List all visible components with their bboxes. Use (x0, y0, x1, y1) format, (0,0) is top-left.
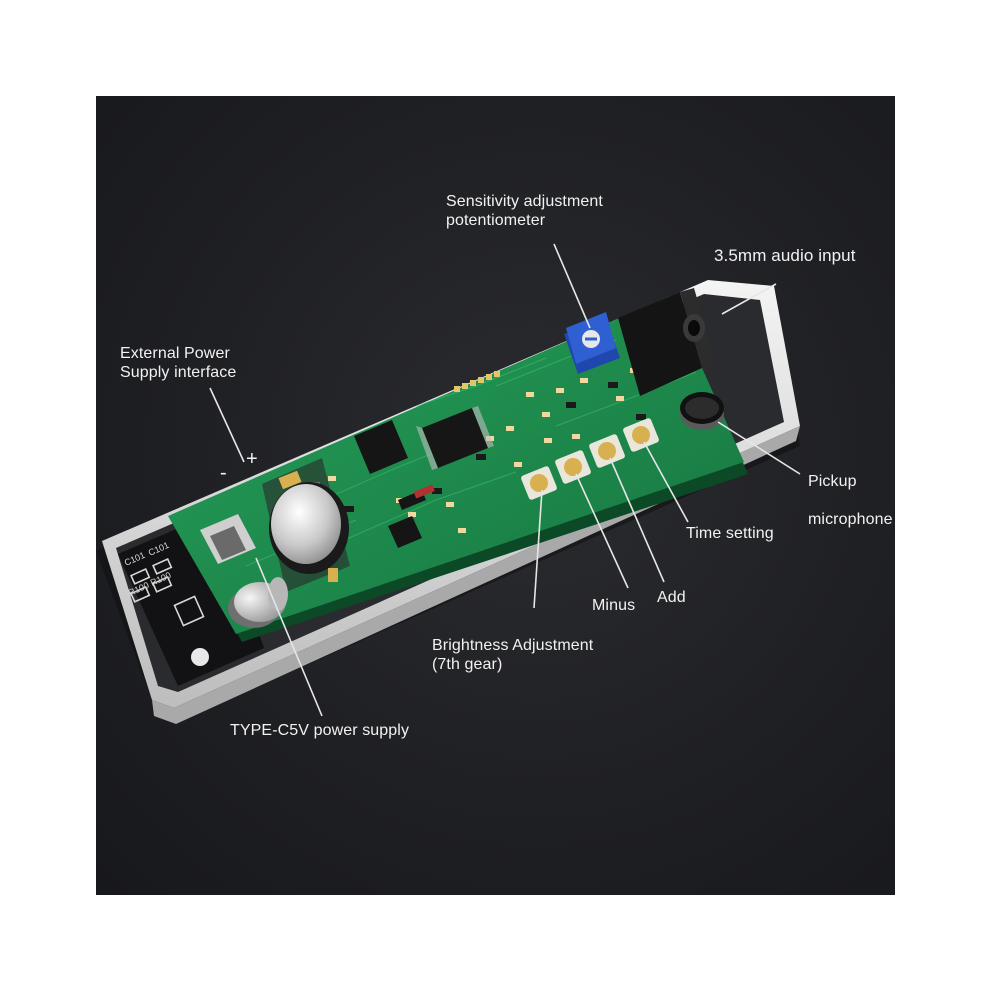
label-sensitivity-line2: potentiometer (446, 212, 546, 229)
callout-pickup (717, 421, 801, 475)
label-sensitivity-line1: Sensitivity adjustment (446, 193, 603, 210)
product-photo: C101 C101 R100 R100 (96, 96, 895, 895)
mcu-chip (416, 406, 494, 470)
callout-typec (255, 557, 323, 717)
label-brightness-line2: (7th gear) (432, 656, 503, 673)
audio-jack (618, 288, 716, 396)
callout-ext-power (209, 387, 245, 463)
sensitivity-potentiometer (564, 312, 620, 374)
callout-sensitivity (553, 243, 591, 329)
label-plus-sign: + (246, 448, 258, 470)
ic-chip-left (354, 420, 408, 474)
label-time-setting: Time setting (686, 525, 774, 542)
label-ext-power-line1: External Power (120, 345, 230, 362)
label-pickup: Pickup (808, 473, 857, 490)
diode (413, 484, 435, 499)
coin-cell-battery (262, 458, 350, 592)
label-add: Add (657, 589, 686, 606)
time-setting-button (623, 418, 659, 452)
circuit-board-scene: C101 C101 R100 R100 (96, 243, 801, 724)
label-ext-power: External Power Supply interface (120, 344, 236, 382)
indicator-hole (191, 648, 209, 666)
callout-brightness (533, 489, 543, 609)
callout-lines (209, 243, 801, 717)
label-brightness-line1: Brightness Adjustment (432, 637, 594, 654)
callout-time-setting (643, 441, 689, 523)
label-typec: TYPE-C5V power supply (230, 722, 410, 739)
pickup-microphone (680, 392, 724, 430)
usb-type-c-port (200, 514, 256, 564)
label-microphone: microphone (808, 511, 893, 528)
label-minus: Minus (592, 597, 636, 614)
label-audio-input: 3.5mm audio input (714, 246, 856, 265)
label-minus-sign: - (220, 462, 227, 484)
callout-add (609, 457, 665, 583)
electrolytic-capacitor (228, 577, 288, 628)
label-brightness: Brightness Adjustment (7th gear) (432, 636, 593, 674)
callout-audio-input (721, 283, 777, 315)
callout-minus (575, 473, 629, 589)
minus-button (555, 450, 591, 484)
brightness-button (521, 466, 557, 500)
label-sensitivity: Sensitivity adjustment potentiometer (446, 192, 603, 230)
label-ext-power-line2: Supply interface (120, 364, 237, 381)
add-button (589, 434, 625, 468)
